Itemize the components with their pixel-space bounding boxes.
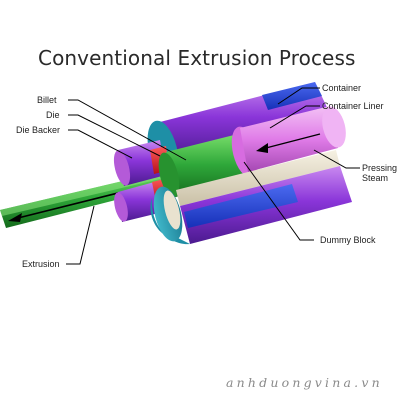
extrusion-arrow-head [8,213,22,222]
watermark: anhduongvina.vn [226,375,383,390]
label-die: Die [46,110,60,120]
label-extrusion: Extrusion [22,259,60,269]
label-dummy-block: Dummy Block [320,235,376,245]
leader-die-backer [68,129,133,159]
leader-dummy-block [243,161,314,241]
container-lower-shell [150,150,352,245]
leader-container [277,87,320,105]
leader-extrusion [66,205,95,265]
label-pressing-steam: Pressing Steam [362,163,398,183]
pressing-arrow-head [256,143,268,153]
leader-pressing-steam [313,149,360,169]
leader-container-liner [269,105,320,129]
label-container-liner: Container Liner [322,101,384,111]
label-billet: Billet [37,95,57,105]
label-container: Container [322,83,362,93]
leader-die [68,114,161,157]
pressing-arrow-line [261,133,321,150]
pressing-stem-shape [240,106,346,172]
leader-billet [68,99,187,161]
leader-lines [66,87,360,265]
diagram-title: Conventional Extrusion Process [38,46,356,70]
label-die-backer: Die Backer [16,125,61,135]
